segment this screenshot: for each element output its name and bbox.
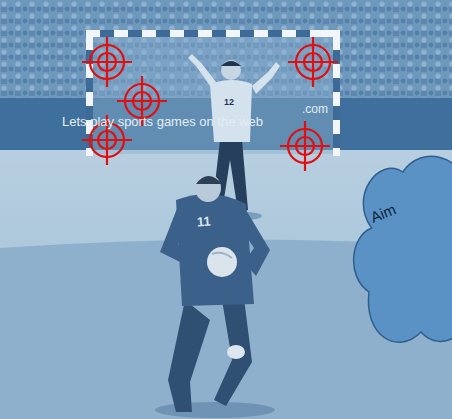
cloud-outline [356,152,452,352]
target-crosshairs [82,37,338,171]
thrower-player [155,174,275,418]
goalkeeper [188,54,280,221]
watermark: Lets play sports games on the web [62,114,263,129]
jersey-number: 11 [196,214,211,230]
thought-cloud: Aim [356,152,452,352]
goal-net [92,36,334,154]
goal-frame [86,30,340,156]
jersey-number: 12 [224,97,234,107]
watermark: .com [302,102,328,116]
